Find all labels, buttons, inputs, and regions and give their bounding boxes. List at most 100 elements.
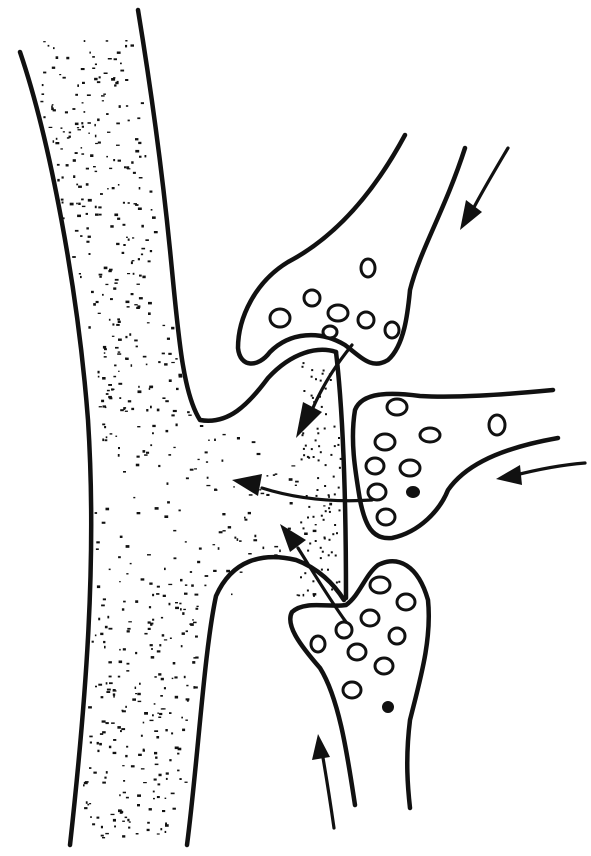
- stipple-dot: [320, 557, 322, 559]
- stipple-dot: [148, 628, 151, 630]
- stipple-dot: [159, 774, 162, 777]
- stipple-dot: [185, 584, 187, 586]
- stipple-dot: [87, 94, 91, 96]
- stipple-dot: [128, 621, 132, 622]
- stipple-dot: [259, 489, 261, 490]
- stipple-dot: [104, 777, 106, 779]
- stipple-dot: [157, 713, 159, 714]
- stipple-dot: [191, 584, 194, 586]
- stipple-dot: [157, 409, 160, 412]
- vesicle-dense: [383, 702, 393, 712]
- stipple-dot: [155, 757, 157, 759]
- stipple-dot: [135, 652, 137, 654]
- stipple-dot: [146, 452, 149, 454]
- stipple-dot: [152, 714, 154, 716]
- stipple-dot: [139, 156, 142, 158]
- stipple-dot: [161, 678, 164, 681]
- stipple-dot: [125, 40, 127, 42]
- stipple-dot: [107, 188, 109, 189]
- stipple-dot: [164, 363, 168, 365]
- stipple-dot: [131, 44, 135, 46]
- stipple-dot: [82, 82, 85, 84]
- stipple-dot: [95, 171, 98, 172]
- stipple-dot: [177, 770, 179, 772]
- stipple-dot: [175, 696, 178, 699]
- stipple-dot: [149, 388, 151, 390]
- stipple-dot: [338, 487, 340, 489]
- stipple-dot: [237, 538, 239, 541]
- stipple-dot: [204, 585, 206, 587]
- stipple-dot: [59, 74, 61, 75]
- stipple-dot: [182, 632, 185, 635]
- stipple-dot: [106, 682, 108, 684]
- stipple-dot: [116, 145, 120, 146]
- stipple-dot: [90, 816, 92, 818]
- stipple-dot: [147, 822, 150, 824]
- stipple-dot: [113, 159, 115, 161]
- stipple-dot: [222, 513, 225, 515]
- stipple-dot: [56, 138, 58, 140]
- stipple-dot: [72, 256, 76, 258]
- stipple-dot: [117, 218, 120, 220]
- stipple-dot: [93, 166, 96, 167]
- stipple-dot: [162, 397, 165, 399]
- stipple-dot: [77, 84, 79, 87]
- stipple-dot: [92, 68, 95, 70]
- vesicle: [336, 622, 352, 638]
- stipple-dot: [120, 70, 124, 72]
- stipple-dot: [257, 453, 261, 455]
- stipple-dot: [120, 536, 123, 538]
- lower-terminal: [290, 561, 429, 808]
- stipple-dot: [84, 111, 86, 113]
- stipple-dot: [119, 649, 121, 651]
- stipple-dot: [141, 735, 143, 737]
- vesicle: [385, 322, 399, 338]
- stipple-dot: [303, 594, 305, 597]
- stipple-dot: [96, 301, 99, 303]
- stipple-dot: [138, 142, 141, 144]
- stipple-dot: [152, 432, 154, 434]
- stipple-dot: [205, 451, 208, 453]
- stipple-dot: [171, 732, 173, 734]
- stipple-dot: [116, 324, 120, 326]
- stipple-dot: [143, 722, 145, 724]
- stipple-dot: [315, 378, 317, 380]
- vesicle: [397, 594, 415, 610]
- stipple-dot: [308, 457, 310, 459]
- stipple-dot: [88, 122, 91, 124]
- stipple-dot: [106, 722, 109, 724]
- stipple-dot: [111, 722, 115, 724]
- stipple-dot: [109, 319, 111, 321]
- stipple-dot: [89, 736, 92, 738]
- vesicle: [361, 259, 375, 277]
- stipple-dot: [154, 676, 156, 678]
- vesicle: [489, 415, 505, 435]
- stipple-dot: [159, 713, 162, 715]
- stipple-dot: [128, 120, 130, 122]
- stipple-dot: [185, 541, 187, 542]
- stipple-dot: [98, 618, 100, 621]
- stipple-dot: [150, 623, 153, 625]
- stipple-dot: [315, 524, 317, 525]
- stipple-dot: [78, 203, 81, 205]
- stipple-dot: [93, 303, 96, 306]
- stipple-dot: [228, 526, 231, 528]
- stipple-dot: [187, 411, 190, 413]
- stipple-dot: [105, 284, 108, 285]
- stipple-dot: [208, 440, 210, 442]
- stipple-dot: [150, 406, 152, 409]
- stipple-dot: [117, 81, 119, 83]
- stipple-dot: [164, 687, 166, 689]
- stipple-dot: [86, 801, 88, 804]
- stipple-dot: [116, 123, 120, 125]
- stipple-dot: [122, 835, 125, 837]
- stipple-dot: [200, 425, 203, 427]
- stipple-dot: [81, 153, 84, 155]
- stipple-dot: [324, 485, 326, 487]
- stipple-dot: [186, 630, 188, 632]
- stipple-dot: [96, 548, 99, 550]
- stipple-dot: [100, 193, 103, 195]
- stipple-dot: [153, 798, 155, 799]
- stipple-dot: [81, 147, 83, 149]
- stipple-dot: [187, 700, 189, 702]
